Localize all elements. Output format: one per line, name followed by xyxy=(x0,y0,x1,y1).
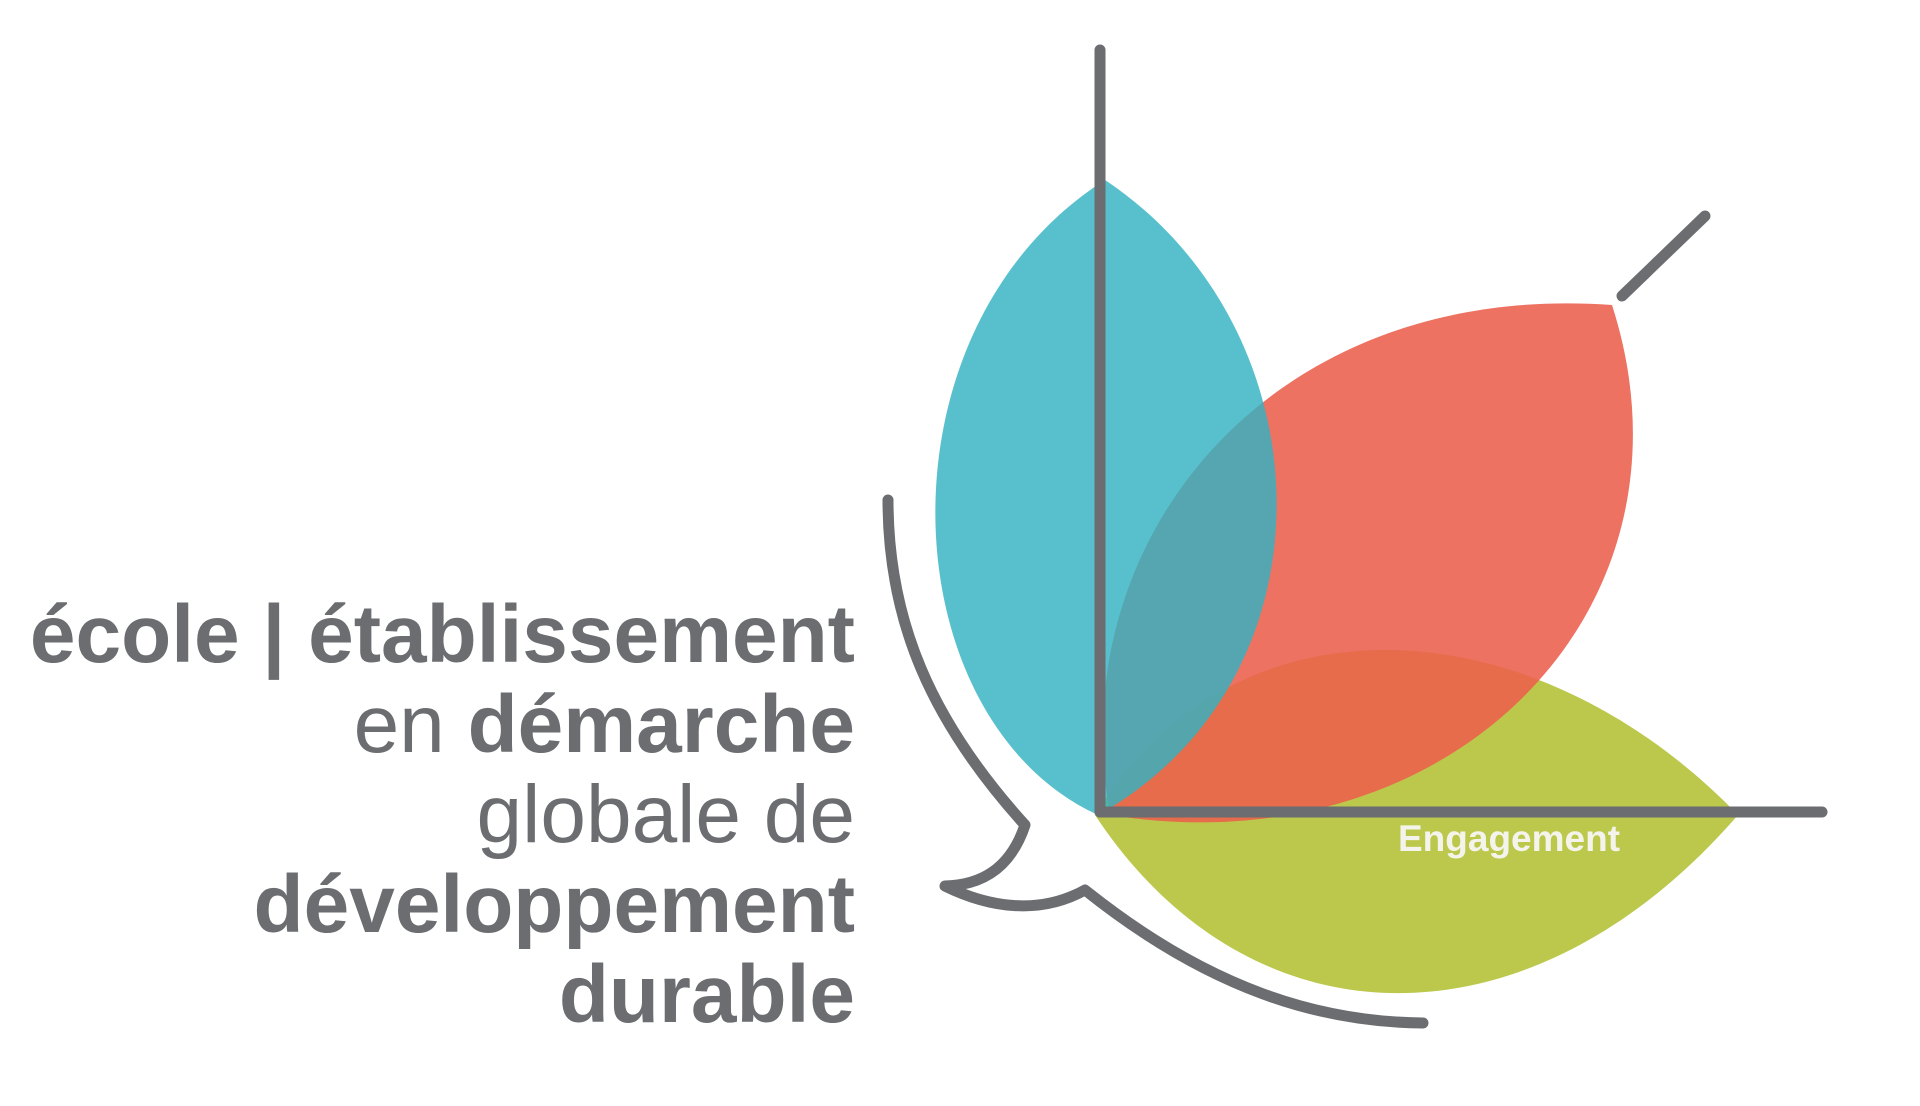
word-ecole: école xyxy=(29,589,240,680)
word-demarche: démarche xyxy=(467,679,855,770)
diagonal-branch-line xyxy=(1616,210,1711,302)
tagline-line-5: durable xyxy=(558,949,855,1040)
engagement-label: Engagement xyxy=(1398,818,1620,859)
word-etablissement: établissement xyxy=(308,589,855,680)
leaf-teal xyxy=(935,180,1277,815)
tagline-line-1: école | établissement xyxy=(30,590,855,680)
separator-bar: | xyxy=(239,589,309,680)
speech-bubble-outline xyxy=(882,494,1429,1029)
tagline-line-2: en démarche xyxy=(30,680,855,770)
tagline-line-3: globale de xyxy=(476,769,855,860)
word-en: en xyxy=(353,679,468,770)
tagline-line-4: développement xyxy=(253,859,855,950)
tagline-block: école | établissement en démarche global… xyxy=(30,590,855,1040)
